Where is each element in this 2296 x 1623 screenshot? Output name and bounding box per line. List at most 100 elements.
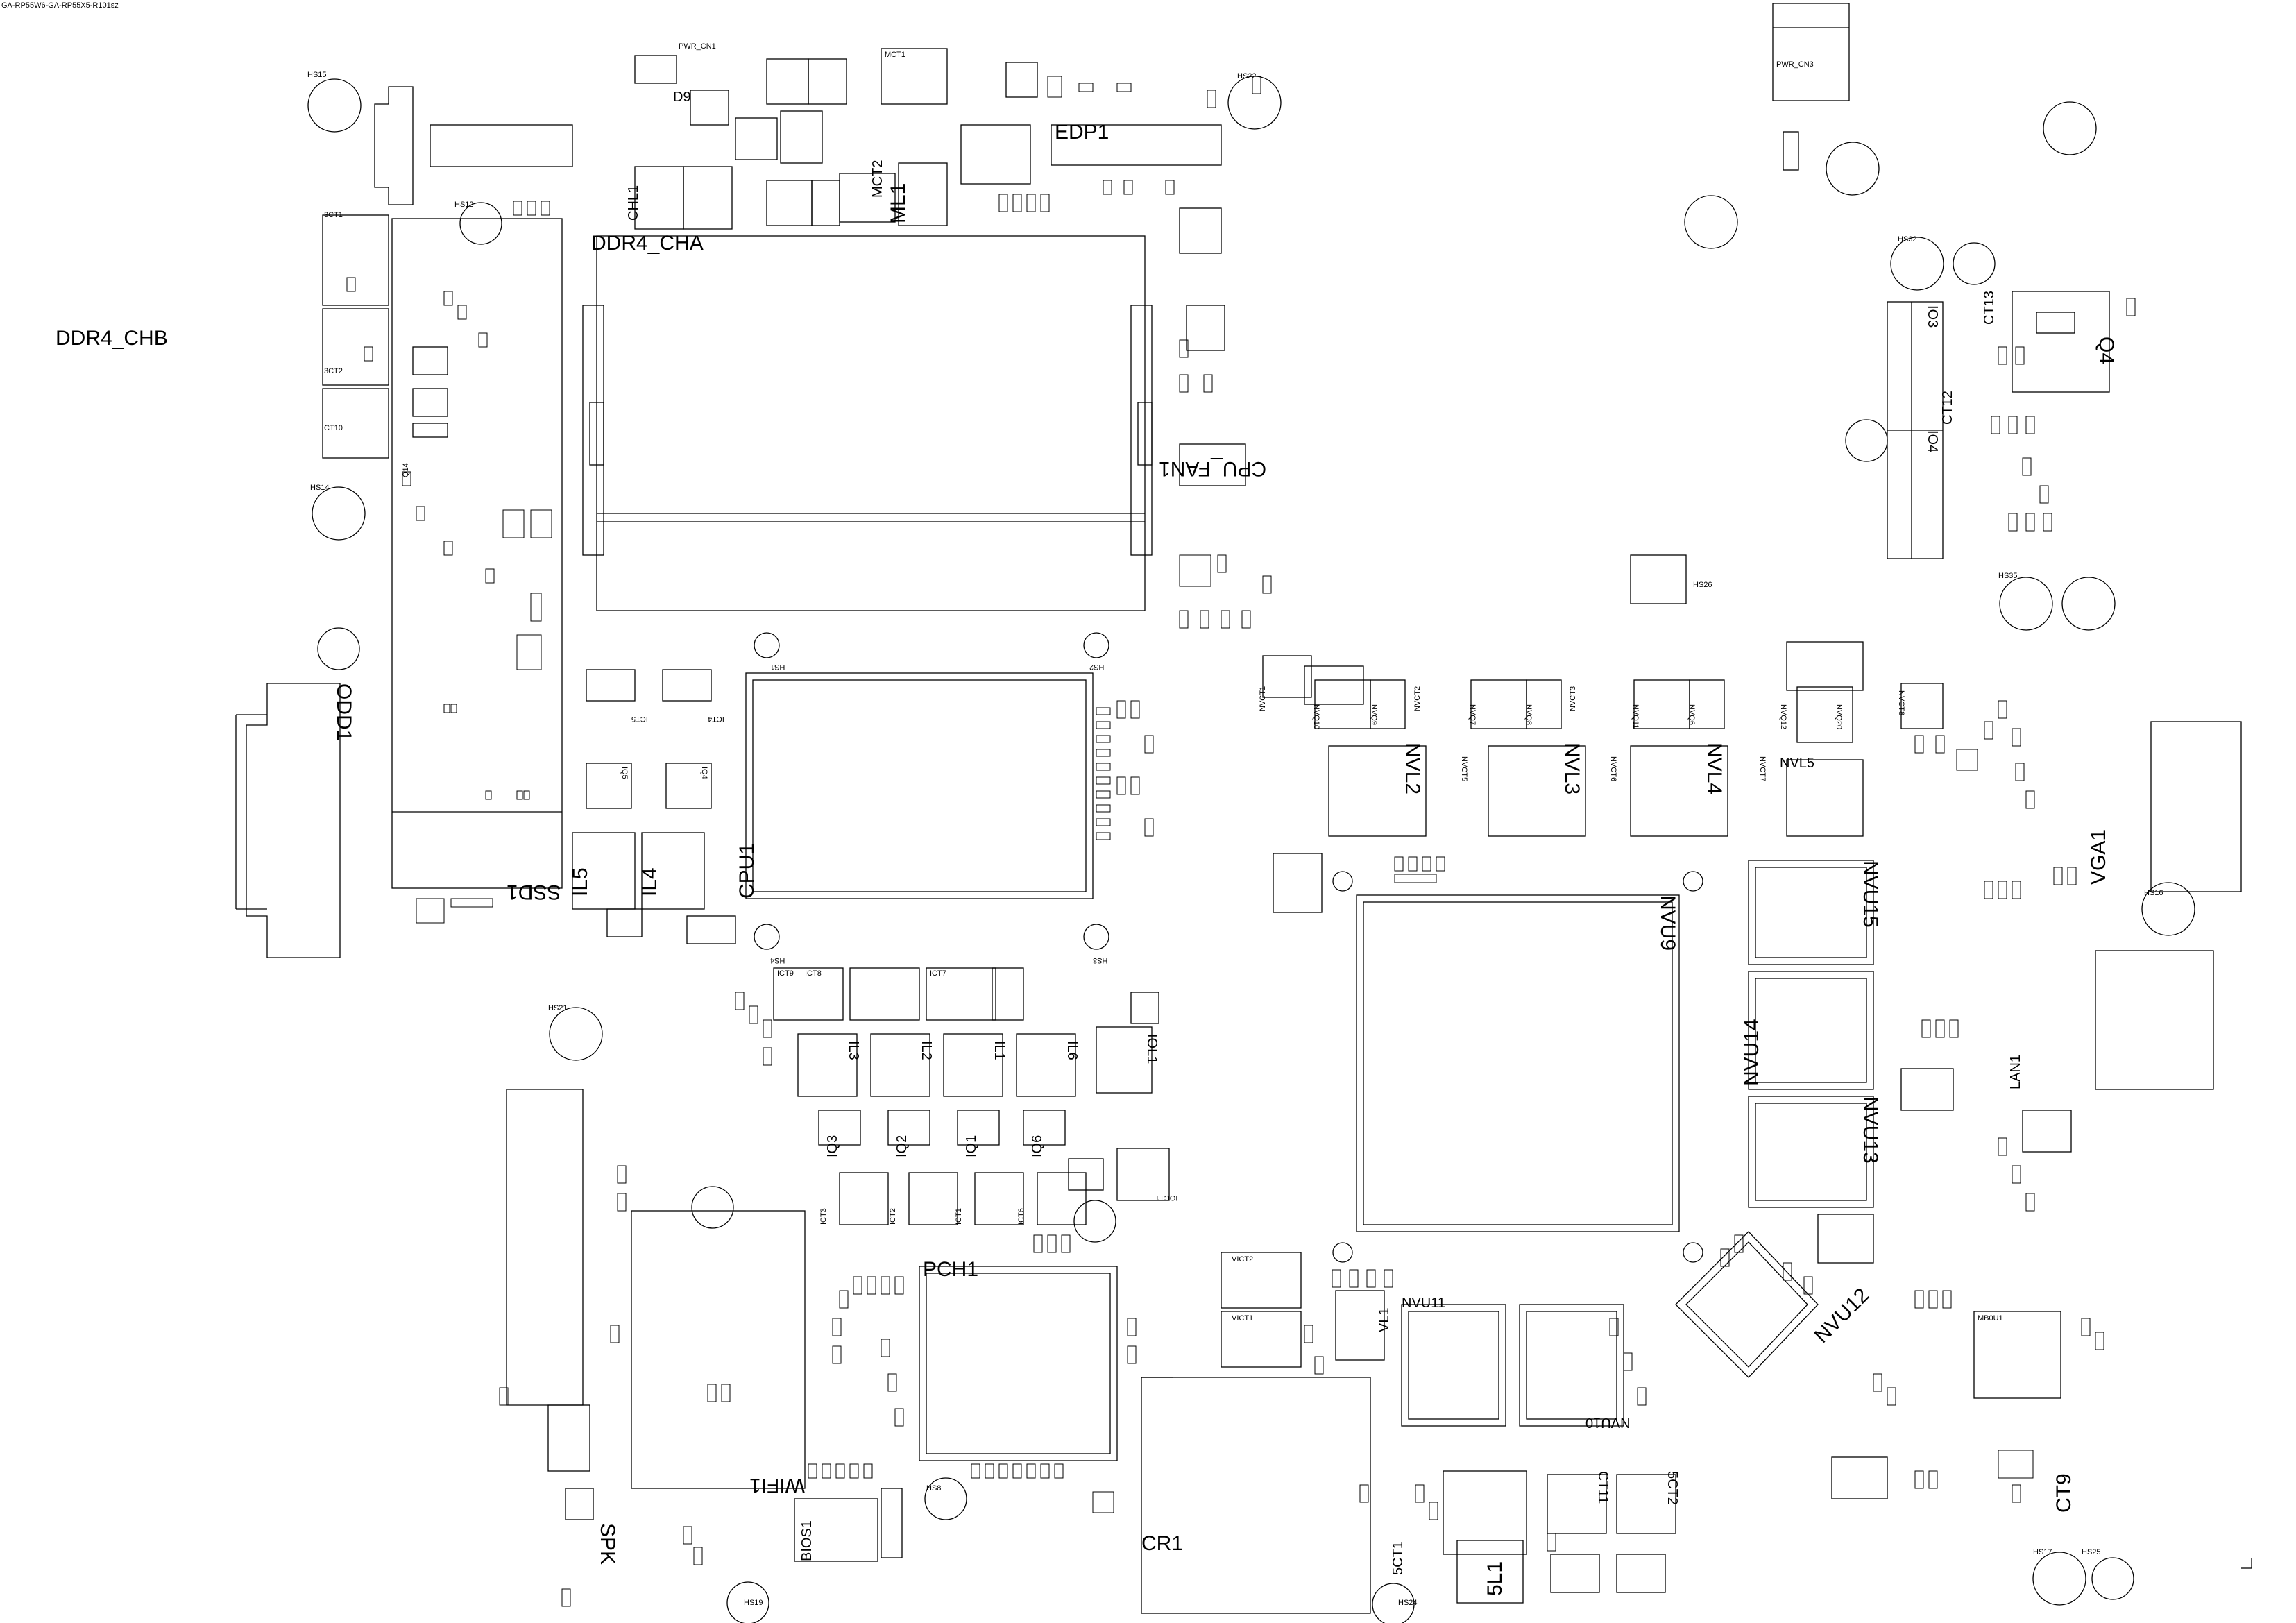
label-ict6: ICT6 xyxy=(1017,1208,1026,1225)
label-hs32: HS32 xyxy=(1898,235,1917,244)
cr1-slot xyxy=(1141,1377,1371,1614)
label-hs12: HS12 xyxy=(454,201,474,209)
label-ddr4-cha: DDR4_CHA xyxy=(591,232,704,255)
label-hs16: HS16 xyxy=(2144,889,2163,897)
label-hs4: HS4 xyxy=(770,956,785,965)
nvu9-gpu xyxy=(1356,894,1680,1232)
hs8-hole xyxy=(924,1477,967,1520)
label-vga1: VGA1 xyxy=(2087,829,2110,885)
label-d9: D9 xyxy=(673,90,691,105)
label-hs14: HS14 xyxy=(310,484,330,492)
label-edp1: EDP1 xyxy=(1055,121,1109,144)
label-hs17: HS17 xyxy=(2033,1548,2052,1556)
label-iq5: IQ5 xyxy=(620,767,629,779)
label-hs22: HS22 xyxy=(1237,72,1257,80)
label-pch1: PCH1 xyxy=(923,1258,979,1281)
cpu1-socket xyxy=(745,672,1094,899)
label-hs35: HS35 xyxy=(1998,572,2018,580)
label-mb0u1: MB0U1 xyxy=(1978,1314,2003,1323)
label-nvct2: NVCT2 xyxy=(1413,686,1422,711)
label-io4: IO4 xyxy=(1925,430,1940,453)
label-nvq11: NVQ11 xyxy=(1631,704,1640,729)
label-nvct7: NVCT7 xyxy=(1758,756,1767,782)
label-ict1: ICT1 xyxy=(955,1208,963,1225)
label-ict3: ICT3 xyxy=(819,1208,828,1225)
hs21-hole xyxy=(549,1007,603,1061)
label-nvq7: NVQ7 xyxy=(1468,704,1477,725)
label-nvu14: NVU14 xyxy=(1740,1019,1763,1086)
label-il4: IL4 xyxy=(638,867,661,897)
odd1-connector xyxy=(246,683,341,958)
label-ct11: CT11 xyxy=(1595,1471,1610,1504)
label-il1: IL1 xyxy=(992,1041,1007,1060)
label-5ct2: 5CT2 xyxy=(1665,1471,1680,1505)
hs14-hole xyxy=(312,486,366,541)
label-nvq9: NVQ9 xyxy=(1370,704,1378,725)
hs22-hole xyxy=(1227,76,1282,130)
label-ict7: ICT7 xyxy=(930,969,946,978)
label-ct12: CT12 xyxy=(1940,391,1955,425)
label-5ct1: 5CT1 xyxy=(1391,1541,1406,1575)
label-ct13: CT13 xyxy=(1982,291,1997,325)
nvu14-memory xyxy=(1748,971,1874,1090)
hs12-hole xyxy=(459,202,502,245)
file-title: GA-RP55W6-GA-RP55X5-R101sz xyxy=(1,1,119,10)
label-nvct8: NVCT8 xyxy=(1897,690,1905,716)
label-hs15: HS15 xyxy=(307,71,327,79)
label-hs25: HS25 xyxy=(2082,1548,2101,1556)
label-odd1: ODD1 xyxy=(332,683,355,742)
label-nvq6: NVQ6 xyxy=(1687,704,1696,725)
label-ct10: CT10 xyxy=(324,424,343,432)
label-nvq10: NVQ10 xyxy=(1312,704,1320,730)
label-nvl5: NVL5 xyxy=(1780,756,1815,771)
wifi1-slot xyxy=(631,1210,806,1489)
ddr4-cha-slot xyxy=(596,235,1146,611)
label-nvu9: NVU9 xyxy=(1656,895,1679,951)
label-hs21: HS21 xyxy=(548,1004,568,1012)
hs17-hole xyxy=(2032,1552,2086,1606)
label-nvct3: NVCT3 xyxy=(1569,686,1577,711)
label-3ct2: 3CT2 xyxy=(324,367,343,375)
label-ict9: ICT9 xyxy=(777,969,794,978)
label-mct1: MCT1 xyxy=(885,51,905,59)
label-ssd1: SSD1 xyxy=(507,881,561,903)
nvu10-memory xyxy=(1519,1304,1624,1427)
label-pwr-cn3: PWR_CN3 xyxy=(1776,60,1814,69)
hs15-hole xyxy=(307,78,362,133)
label-iq2: IQ2 xyxy=(894,1135,910,1157)
label-nvl4: NVL4 xyxy=(1703,742,1726,795)
label-nvct6: NVCT6 xyxy=(1609,756,1617,782)
label-nvl2: NVL2 xyxy=(1401,742,1424,795)
label-3ct1: 3CT1 xyxy=(324,211,343,219)
label-ml1: ML1 xyxy=(887,182,910,223)
hs32-hole xyxy=(1890,237,1944,291)
label-il3: IL3 xyxy=(846,1041,861,1060)
label-nvu15: NVU15 xyxy=(1859,860,1882,928)
label-spk: SPK xyxy=(596,1523,619,1565)
label-nvl3: NVL3 xyxy=(1561,742,1583,795)
ssd1-outline xyxy=(391,218,563,889)
label-iol1: IOL1 xyxy=(1144,1034,1159,1064)
hs35-hole xyxy=(1999,577,2053,631)
nvu12-memory xyxy=(1675,1231,1819,1378)
nvu15-memory xyxy=(1748,860,1874,965)
label-nvq8: NVQ8 xyxy=(1524,704,1533,725)
label-iq6: IQ6 xyxy=(1030,1135,1045,1157)
label-ict5: ICT5 xyxy=(631,715,648,723)
label-ict4: ICT4 xyxy=(708,715,724,723)
label-nvct1: NVCT1 xyxy=(1259,686,1267,711)
label-q14: Q14 xyxy=(402,463,410,477)
label-il5: IL5 xyxy=(569,867,592,897)
bios1-chip xyxy=(794,1498,878,1562)
label-nvu11: NVU11 xyxy=(1402,1295,1445,1311)
label-vict2: VICT2 xyxy=(1232,1255,1254,1264)
label-hs26: HS26 xyxy=(1693,581,1712,589)
label-nvu10: NVU10 xyxy=(1585,1415,1631,1430)
label-nvq12: NVQ12 xyxy=(1779,704,1787,730)
nvu13-memory xyxy=(1748,1096,1874,1208)
pwr-cn3-connector xyxy=(1772,3,1850,101)
label-cpu-fan1: CPU_FAN1 xyxy=(1159,457,1267,480)
label-iq3: IQ3 xyxy=(825,1135,840,1157)
label-hs2: HS2 xyxy=(1089,663,1105,671)
cpu-fan1-connector xyxy=(1179,443,1246,486)
